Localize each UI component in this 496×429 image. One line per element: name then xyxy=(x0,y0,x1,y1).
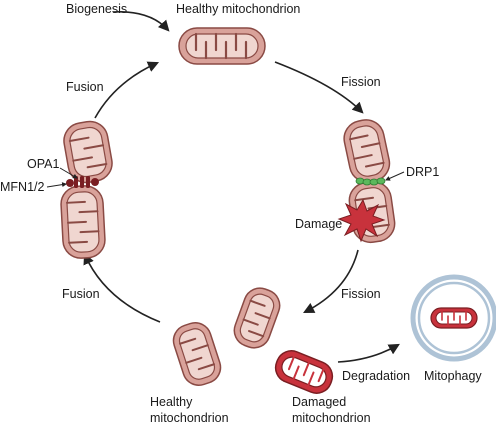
label-fusion-top: Fusion xyxy=(66,80,104,94)
healthy-mitochondrion-bottom-right xyxy=(233,287,281,349)
label-biogenesis: Biogenesis xyxy=(66,2,127,16)
mfn12-pointer xyxy=(46,182,67,188)
damage-star xyxy=(337,198,386,243)
label-healthy-bottom-line2: mitochondrion xyxy=(150,411,229,425)
label-damage: Damage xyxy=(295,217,342,231)
drp1-pointer xyxy=(385,171,405,181)
healthy-mitochondrion-top xyxy=(178,27,266,65)
fission-arrow-bottom xyxy=(303,249,359,314)
label-damaged-line1: Damaged xyxy=(292,395,346,409)
opa1-mfn-tethers xyxy=(66,176,99,188)
label-fission-bottom: Fission xyxy=(341,287,381,301)
fusion-arrow-bottom xyxy=(83,252,161,323)
fusion-mitochondrion-upper xyxy=(63,120,113,184)
biogenesis-arrow xyxy=(112,11,170,32)
label-healthy-bottom-line1: Healthy xyxy=(150,395,193,409)
degradation-arrow xyxy=(337,343,400,363)
label-healthy-mitochondrion-top: Healthy mitochondrion xyxy=(176,2,300,16)
label-mitophagy: Mitophagy xyxy=(424,369,482,383)
damaged-mitochondrion xyxy=(274,350,334,394)
label-fission-top: Fission xyxy=(341,75,381,89)
label-degradation: Degradation xyxy=(342,369,410,383)
label-damaged-line2: mitochondrion xyxy=(292,411,371,425)
label-fusion-bottom: Fusion xyxy=(62,287,100,301)
fusion-arrow-top xyxy=(94,61,160,119)
opa1-pointer xyxy=(59,167,78,179)
fission-mitochondrion-upper xyxy=(343,119,391,183)
fission-arrow-top xyxy=(274,61,364,114)
drp1-ring xyxy=(355,177,386,186)
label-opa1: OPA1 xyxy=(27,157,59,171)
label-drp1: DRP1 xyxy=(406,165,439,179)
mitophagy-vesicle xyxy=(410,274,496,362)
healthy-mitochondrion-bottom-left xyxy=(172,322,222,386)
label-mfn12: MFN1/2 xyxy=(0,180,45,194)
fusion-mitochondrion-lower xyxy=(60,185,106,259)
